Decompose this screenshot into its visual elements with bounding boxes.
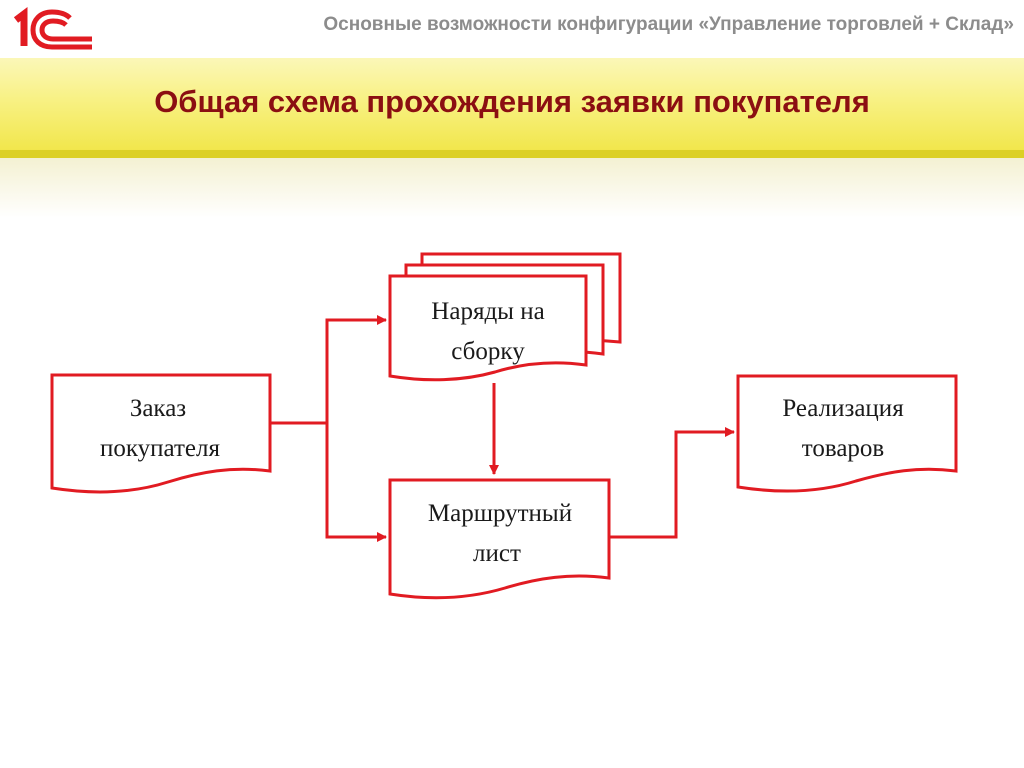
node-label-line2: сборку	[451, 338, 525, 365]
node-route-sheet: Маршрутный лист	[388, 478, 611, 600]
edge-order-to-assembly	[270, 315, 387, 425]
title-band	[0, 58, 1024, 152]
1c-logo	[13, 7, 92, 50]
node-label-line2: лист	[473, 540, 521, 567]
edge-order-to-route-sheet	[325, 423, 387, 542]
node-label-line2: покупателя	[100, 435, 220, 462]
slide-header: Основные возможности конфигурации «Управ…	[0, 0, 1024, 58]
title-band-stripe	[0, 150, 1024, 158]
title-band-shadow	[0, 158, 1024, 218]
node-label-line2: товаров	[802, 435, 884, 462]
presentation-subtitle: Основные возможности конфигурации «Управ…	[323, 14, 1014, 35]
node-assembly-orders: Наряды на сборку	[388, 252, 622, 382]
document-shape	[388, 478, 611, 600]
node-label-line1: Заказ	[130, 395, 186, 422]
node-label-line1: Наряды на	[431, 298, 544, 325]
node-customer-order: Заказ покупателя	[50, 373, 272, 494]
slide-title: Общая схема прохождения заявки покупател…	[154, 84, 870, 119]
node-label-line1: Реализация	[782, 395, 904, 422]
node-goods-sale: Реализация товаров	[736, 374, 958, 493]
document-shape	[736, 374, 958, 493]
edge-route-sheet-to-sale	[609, 427, 735, 539]
document-shape	[388, 274, 588, 382]
node-label-line1: Маршрутный	[428, 500, 572, 527]
document-shape	[50, 373, 272, 494]
